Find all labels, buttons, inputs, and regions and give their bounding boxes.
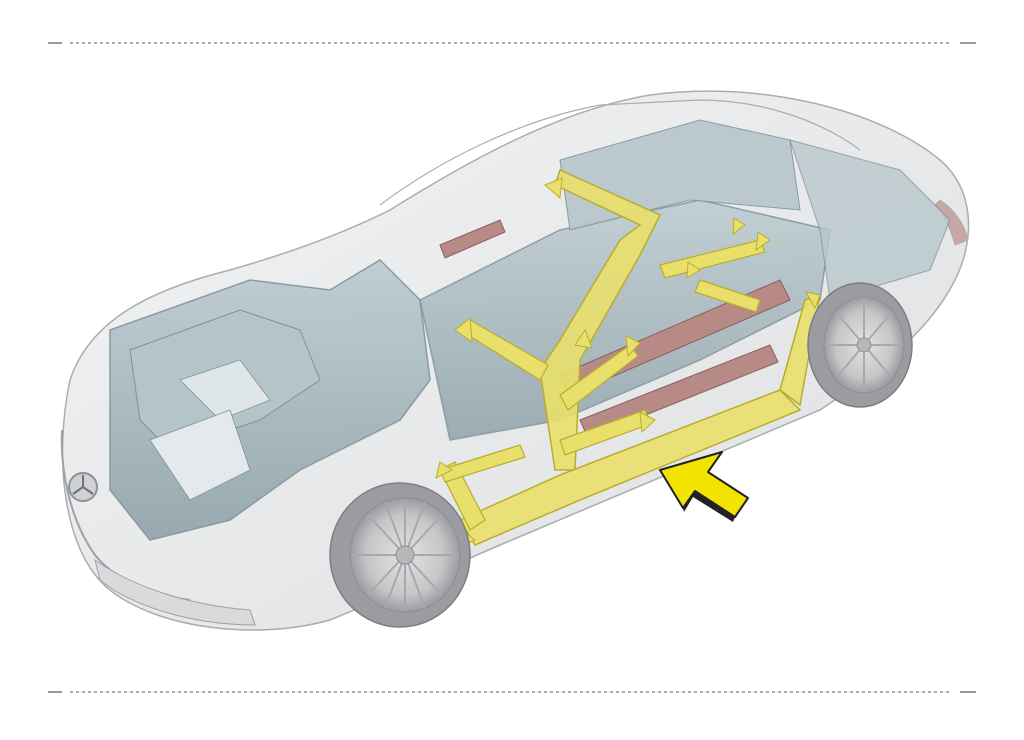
load-path-structure — [439, 168, 821, 546]
front-wheel — [329, 482, 471, 628]
top-dashed-rule — [48, 42, 976, 44]
body-in-white-frame — [109, 119, 951, 541]
rear-wheel — [807, 282, 913, 408]
side-impact-arrow-icon — [659, 451, 749, 522]
bottom-dashed-rule — [48, 691, 976, 693]
